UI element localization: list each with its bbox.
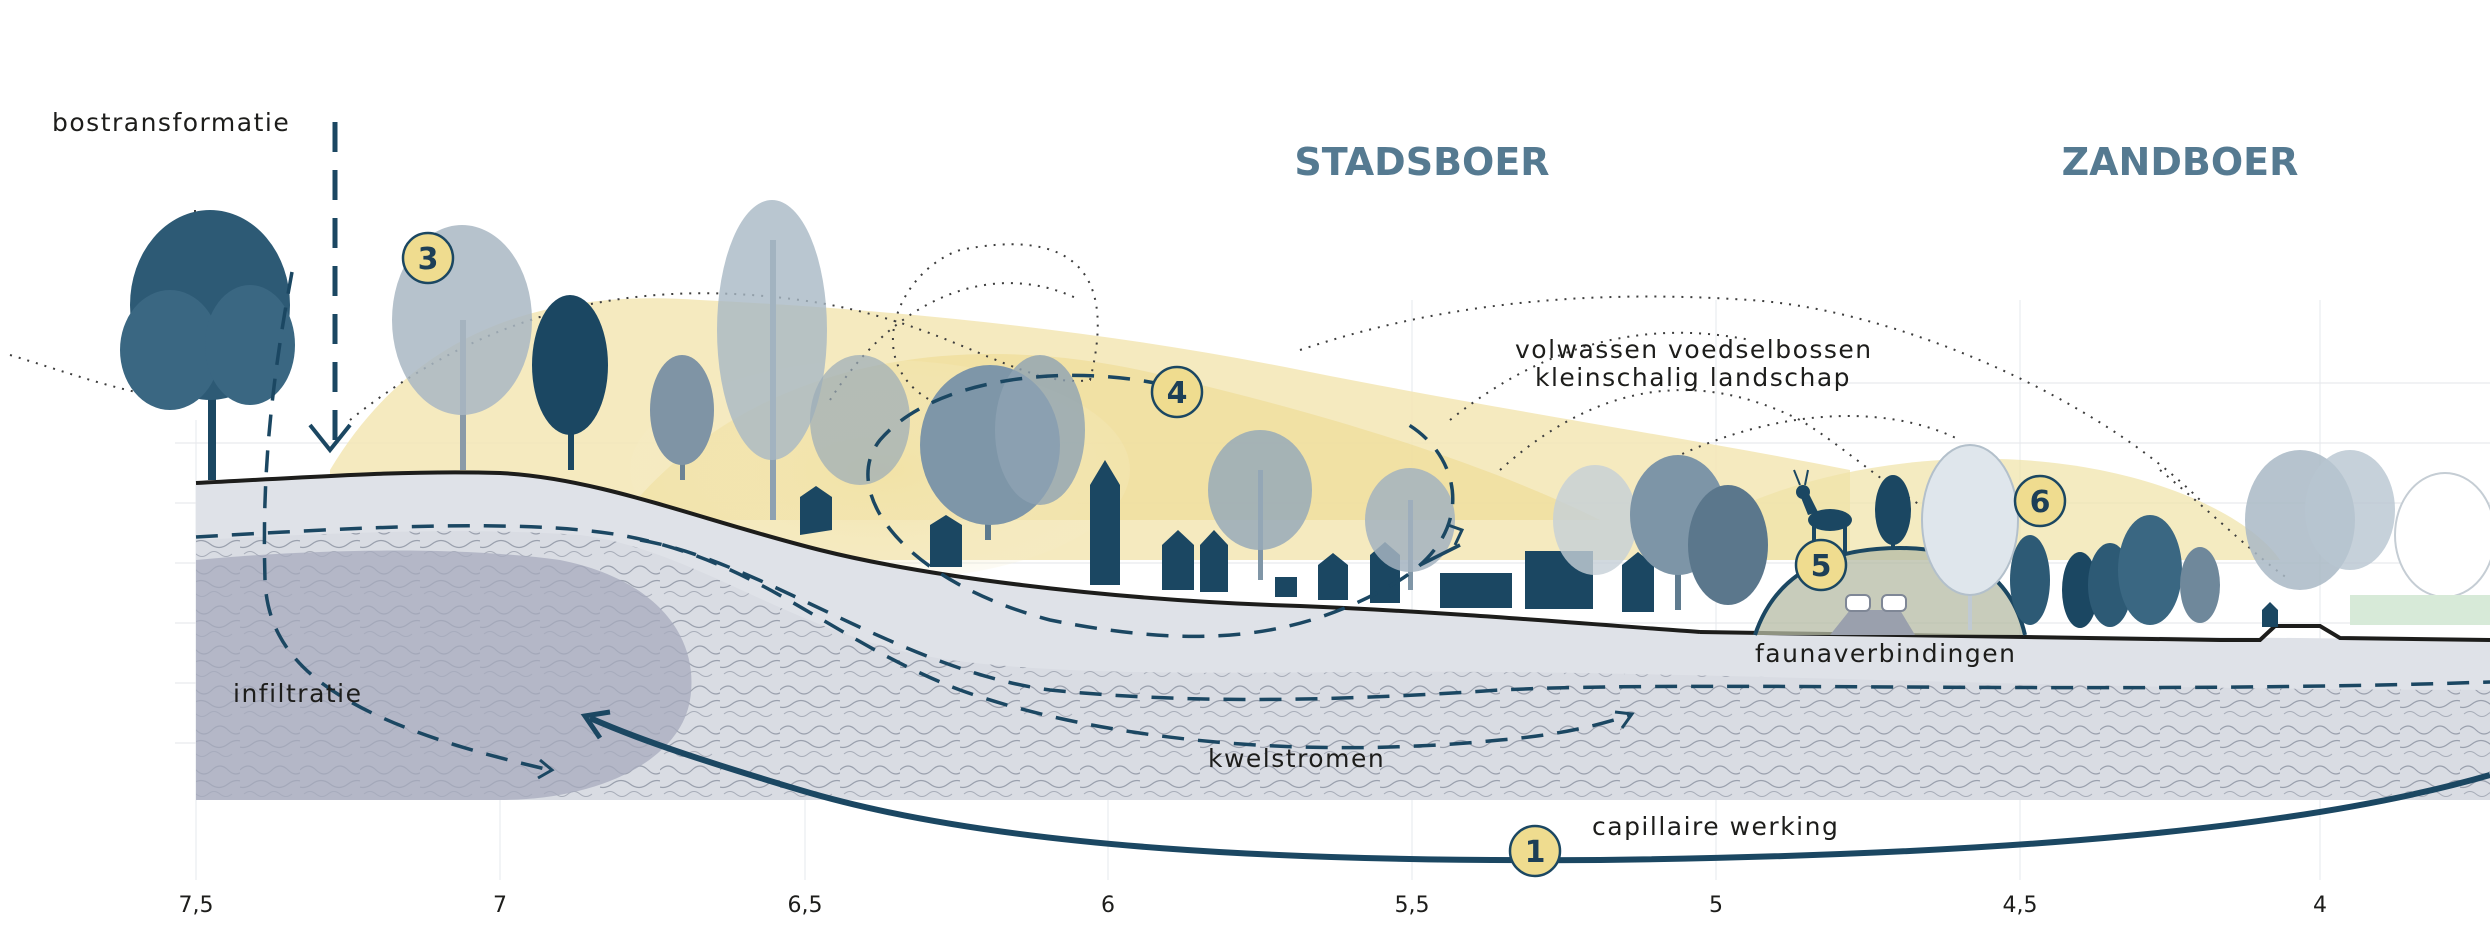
marker-1-number: 1 [1525,835,1546,870]
green-field [2350,595,2490,625]
tree-icon [1365,468,1455,590]
axis-tick: 5 [1709,893,1723,918]
label-faunaverbindingen: faunaverbindingen [1755,639,2017,668]
marker-4: 4 [1150,365,1204,419]
tree-icon [717,200,827,520]
tree-icon [2245,450,2395,590]
marker-3-number: 3 [418,242,439,277]
zone-title-stadsboer: STADSBOER [1294,140,1549,184]
trees [120,200,2490,630]
tree-icon [810,355,910,485]
axis-tick: 7,5 [179,893,214,918]
marker-5-number: 5 [1811,549,1832,584]
axis-tick: 6 [1101,893,1115,918]
label-voedselbossen: volwassen voedselbossen [1515,335,1873,364]
axis-tick: 6,5 [788,893,823,918]
capillaire-arrow [588,715,2490,864]
distance-axis: 7,5 7 6,5 6 5,5 5 4,5 4 [179,893,2328,918]
marker-4-number: 4 [1167,376,1188,411]
zone-title-zandboer: ZANDBOER [2062,140,2299,184]
buildings [800,460,2278,627]
marker-6: 6 [2013,474,2067,528]
marker-6-number: 6 [2030,485,2051,520]
tree-icon [2394,472,2490,598]
marker-5: 5 [1794,538,1848,592]
axis-tick: 5,5 [1395,893,1430,918]
label-kwelstromen: kwelstromen [1208,744,1385,773]
axis-tick: 4,5 [2003,893,2038,918]
tree-icon [1688,485,1768,605]
tree-icon [2010,515,2220,628]
marker-3: 3 [401,231,455,285]
tree-icon [650,355,714,480]
label-capillaire-werking: capillaire werking [1592,812,1839,841]
tree-icon [120,210,295,480]
tree-icon [1208,430,1312,580]
label-bostransformatie: bostransformatie [52,108,290,137]
tree-icon [1921,444,2019,630]
tree-icon [995,355,1085,505]
label-infiltratie: infiltratie [233,679,363,708]
tree-icon [1553,465,1637,575]
soil-profile [195,470,2490,800]
car-icon [1845,594,1907,612]
deer-icon [1793,469,1852,553]
axis-tick: 7 [493,893,507,918]
axis-tick: 4 [2313,893,2327,918]
marker-1: 1 [1508,824,1562,878]
tree-icon [1875,475,1911,550]
tree-icon [532,295,608,470]
water-flows [195,122,2490,864]
label-landschap: kleinschalig landschap [1535,363,1851,392]
